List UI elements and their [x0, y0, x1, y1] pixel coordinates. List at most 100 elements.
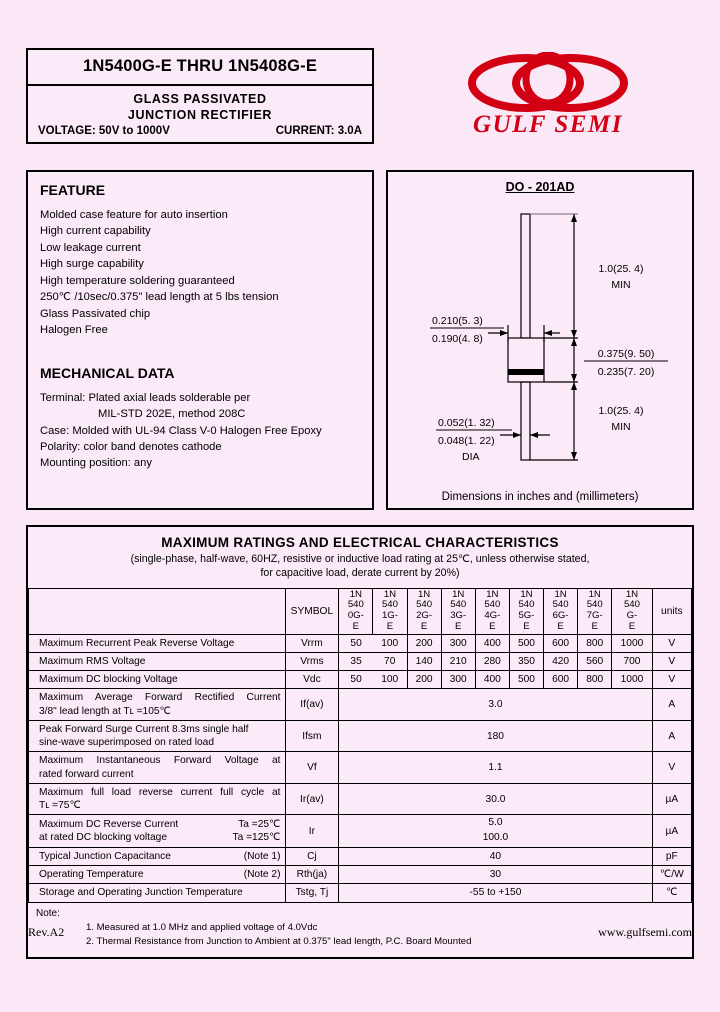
mechanical-item: Mounting position: any — [40, 457, 152, 470]
row-value: 100 — [372, 670, 408, 690]
row-value-span: -55 to +150 — [338, 883, 653, 903]
row-value-span: 5.0 100.0 — [338, 814, 653, 848]
mechanical-heading: MECHANICAL DATA — [40, 364, 175, 381]
row-symbol: Ir — [284, 814, 340, 848]
row-symbol: Ifsm — [284, 719, 340, 753]
row-unit: µA — [651, 814, 693, 848]
notes-heading: Note: — [36, 907, 60, 919]
row-unit: ℃ — [651, 883, 693, 903]
dim-lead-top: 1.0(25. 4) — [599, 263, 644, 275]
row-symbol: Cj — [284, 846, 340, 867]
row-param-line-2: rated forward current — [39, 768, 134, 780]
row-param: Maximum DC Reverse Current Ta =25℃ at ra… — [28, 814, 286, 848]
row-value: 200 — [406, 633, 442, 653]
row-value: 420 — [543, 651, 579, 672]
feature-item: Halogen Free — [40, 324, 108, 337]
row-symbol: Vrms — [284, 651, 340, 672]
note-item: 1. Measured at 1.0 MHz and applied volta… — [86, 921, 318, 933]
row-value: 35 — [338, 651, 373, 672]
note-item: 2. Thermal Resistance from Junction to A… — [86, 935, 472, 947]
row-param-line-1: Maximum Average Forward Rectified Curren… — [39, 692, 281, 704]
row-param: Maximum Recurrent Peak Reverse Voltage — [28, 633, 286, 653]
dim-lead-bottom: 1.0(25. 4) — [599, 405, 644, 417]
row-param-line-2: Tʟ =75℃ — [39, 800, 81, 812]
notes-section: Note: 1. Measured at 1.0 MHz and applied… — [28, 903, 692, 958]
table-row: Maximum DC blocking Voltage Vdc 50 100 2… — [28, 670, 693, 690]
ratings-table-box: MAXIMUM RATINGS AND ELECTRICAL CHARACTER… — [26, 525, 694, 960]
row-value-span: 40 — [338, 846, 653, 867]
ratings-subtitle: (single-phase, half-wave, 60HZ, resistiv… — [28, 550, 692, 588]
dim-body-length-top: 0.375(9. 50) — [598, 348, 655, 360]
company-name: GULF SEMI — [473, 111, 623, 138]
row-value: 70 — [372, 651, 408, 672]
package-outline-drawing: 0.210(5. 3) 0.190(4. 8) 1.0(25. 4) MIN 0… — [430, 213, 668, 463]
row-value: 1000 — [611, 670, 653, 690]
row-value: 280 — [474, 651, 510, 672]
voltage-rating: VOLTAGE: 50V to 1000V — [38, 125, 170, 138]
row-value: 500 — [508, 633, 545, 653]
feature-list: Molded case feature for auto insertion H… — [40, 207, 360, 339]
row-param-cond-1: Ta =25℃ — [238, 818, 281, 830]
row-param-line-2: 3/8" lead length at Tʟ =105℃ — [39, 705, 171, 717]
row-param-line-1: Maximum Instantaneous Forward Voltage at — [39, 755, 281, 767]
row-param-note: (Note 1) — [243, 850, 281, 862]
dim-lead-dia-label: DIA — [462, 451, 480, 463]
row-value: 300 — [440, 633, 476, 653]
feature-item: High surge capability — [40, 258, 144, 271]
title-box: 1N5400G-E THRU 1N5408G-E GLASS PASSIVATE… — [26, 48, 374, 145]
row-param-label: Operating Temperature — [39, 869, 144, 881]
row-value: 100 — [372, 633, 408, 653]
revision-label: Rev.A2 — [28, 925, 65, 939]
row-value-line-1: 5.0 — [488, 817, 503, 829]
row-param: Typical Junction Capacitance (Note 1) — [28, 846, 286, 867]
row-value: 400 — [474, 670, 510, 690]
mechanical-list: Terminal: Plated axial leads solderable … — [40, 390, 360, 472]
website-link[interactable]: www.gulfsemi.com — [598, 925, 692, 939]
row-unit: ℃/W — [651, 865, 693, 885]
row-param: Maximum full load reverse current full c… — [28, 782, 286, 816]
table-row: Peak Forward Surge Current 8.3ms single … — [28, 719, 693, 753]
row-value-span: 180 — [338, 719, 653, 753]
company-logo: GULF SEMI — [458, 52, 638, 152]
row-value-line-2: 100.0 — [482, 832, 509, 844]
row-unit: V — [651, 651, 693, 672]
ratings-subtitle-line-1: (single-phase, half-wave, 60HZ, resistiv… — [130, 553, 590, 565]
table-row: Storage and Operating Junction Temperatu… — [28, 883, 693, 903]
row-symbol: If(av) — [284, 688, 340, 721]
row-param-line-1: Maximum full load reverse current full c… — [39, 786, 281, 798]
row-value: 400 — [474, 633, 510, 653]
row-param: Peak Forward Surge Current 8.3ms single … — [28, 719, 286, 753]
row-value-span: 3.0 — [338, 688, 653, 721]
row-unit: pF — [651, 846, 693, 867]
dim-lead-dia-top: 0.052(1. 32) — [438, 417, 495, 429]
row-value: 50 — [338, 633, 373, 653]
row-value-span: 30 — [338, 865, 653, 885]
dim-lead-top-min: MIN — [611, 279, 630, 291]
row-symbol: Vrrm — [284, 633, 340, 653]
row-symbol: Tstg, Tj — [284, 883, 340, 903]
table-row: Maximum Average Forward Rectified Curren… — [28, 688, 693, 721]
row-value-span: 1.1 — [338, 751, 653, 784]
row-value: 210 — [440, 651, 476, 672]
dim-body-width-bottom: 0.190(4. 8) — [432, 333, 483, 345]
description-line-1: GLASS PASSIVATED — [133, 92, 267, 106]
mechanical-terminal-line-2: MIL-STD 202E, method 208C — [98, 408, 246, 421]
row-unit: V — [651, 670, 693, 690]
feature-item: High temperature soldering guaranteed — [40, 274, 235, 287]
table-row: Typical Junction Capacitance (Note 1) Cj… — [28, 846, 693, 867]
row-param: Maximum DC blocking Voltage — [28, 670, 286, 690]
row-symbol: Ir(av) — [284, 782, 340, 816]
mechanical-item: Polarity: color band denotes cathode — [40, 440, 222, 453]
row-param-line-1: Maximum DC Reverse Current — [39, 818, 179, 830]
table-row: Maximum full load reverse current full c… — [28, 782, 693, 816]
row-param-line-2: at rated DC blocking voltage — [39, 832, 167, 844]
row-value: 500 — [508, 670, 545, 690]
